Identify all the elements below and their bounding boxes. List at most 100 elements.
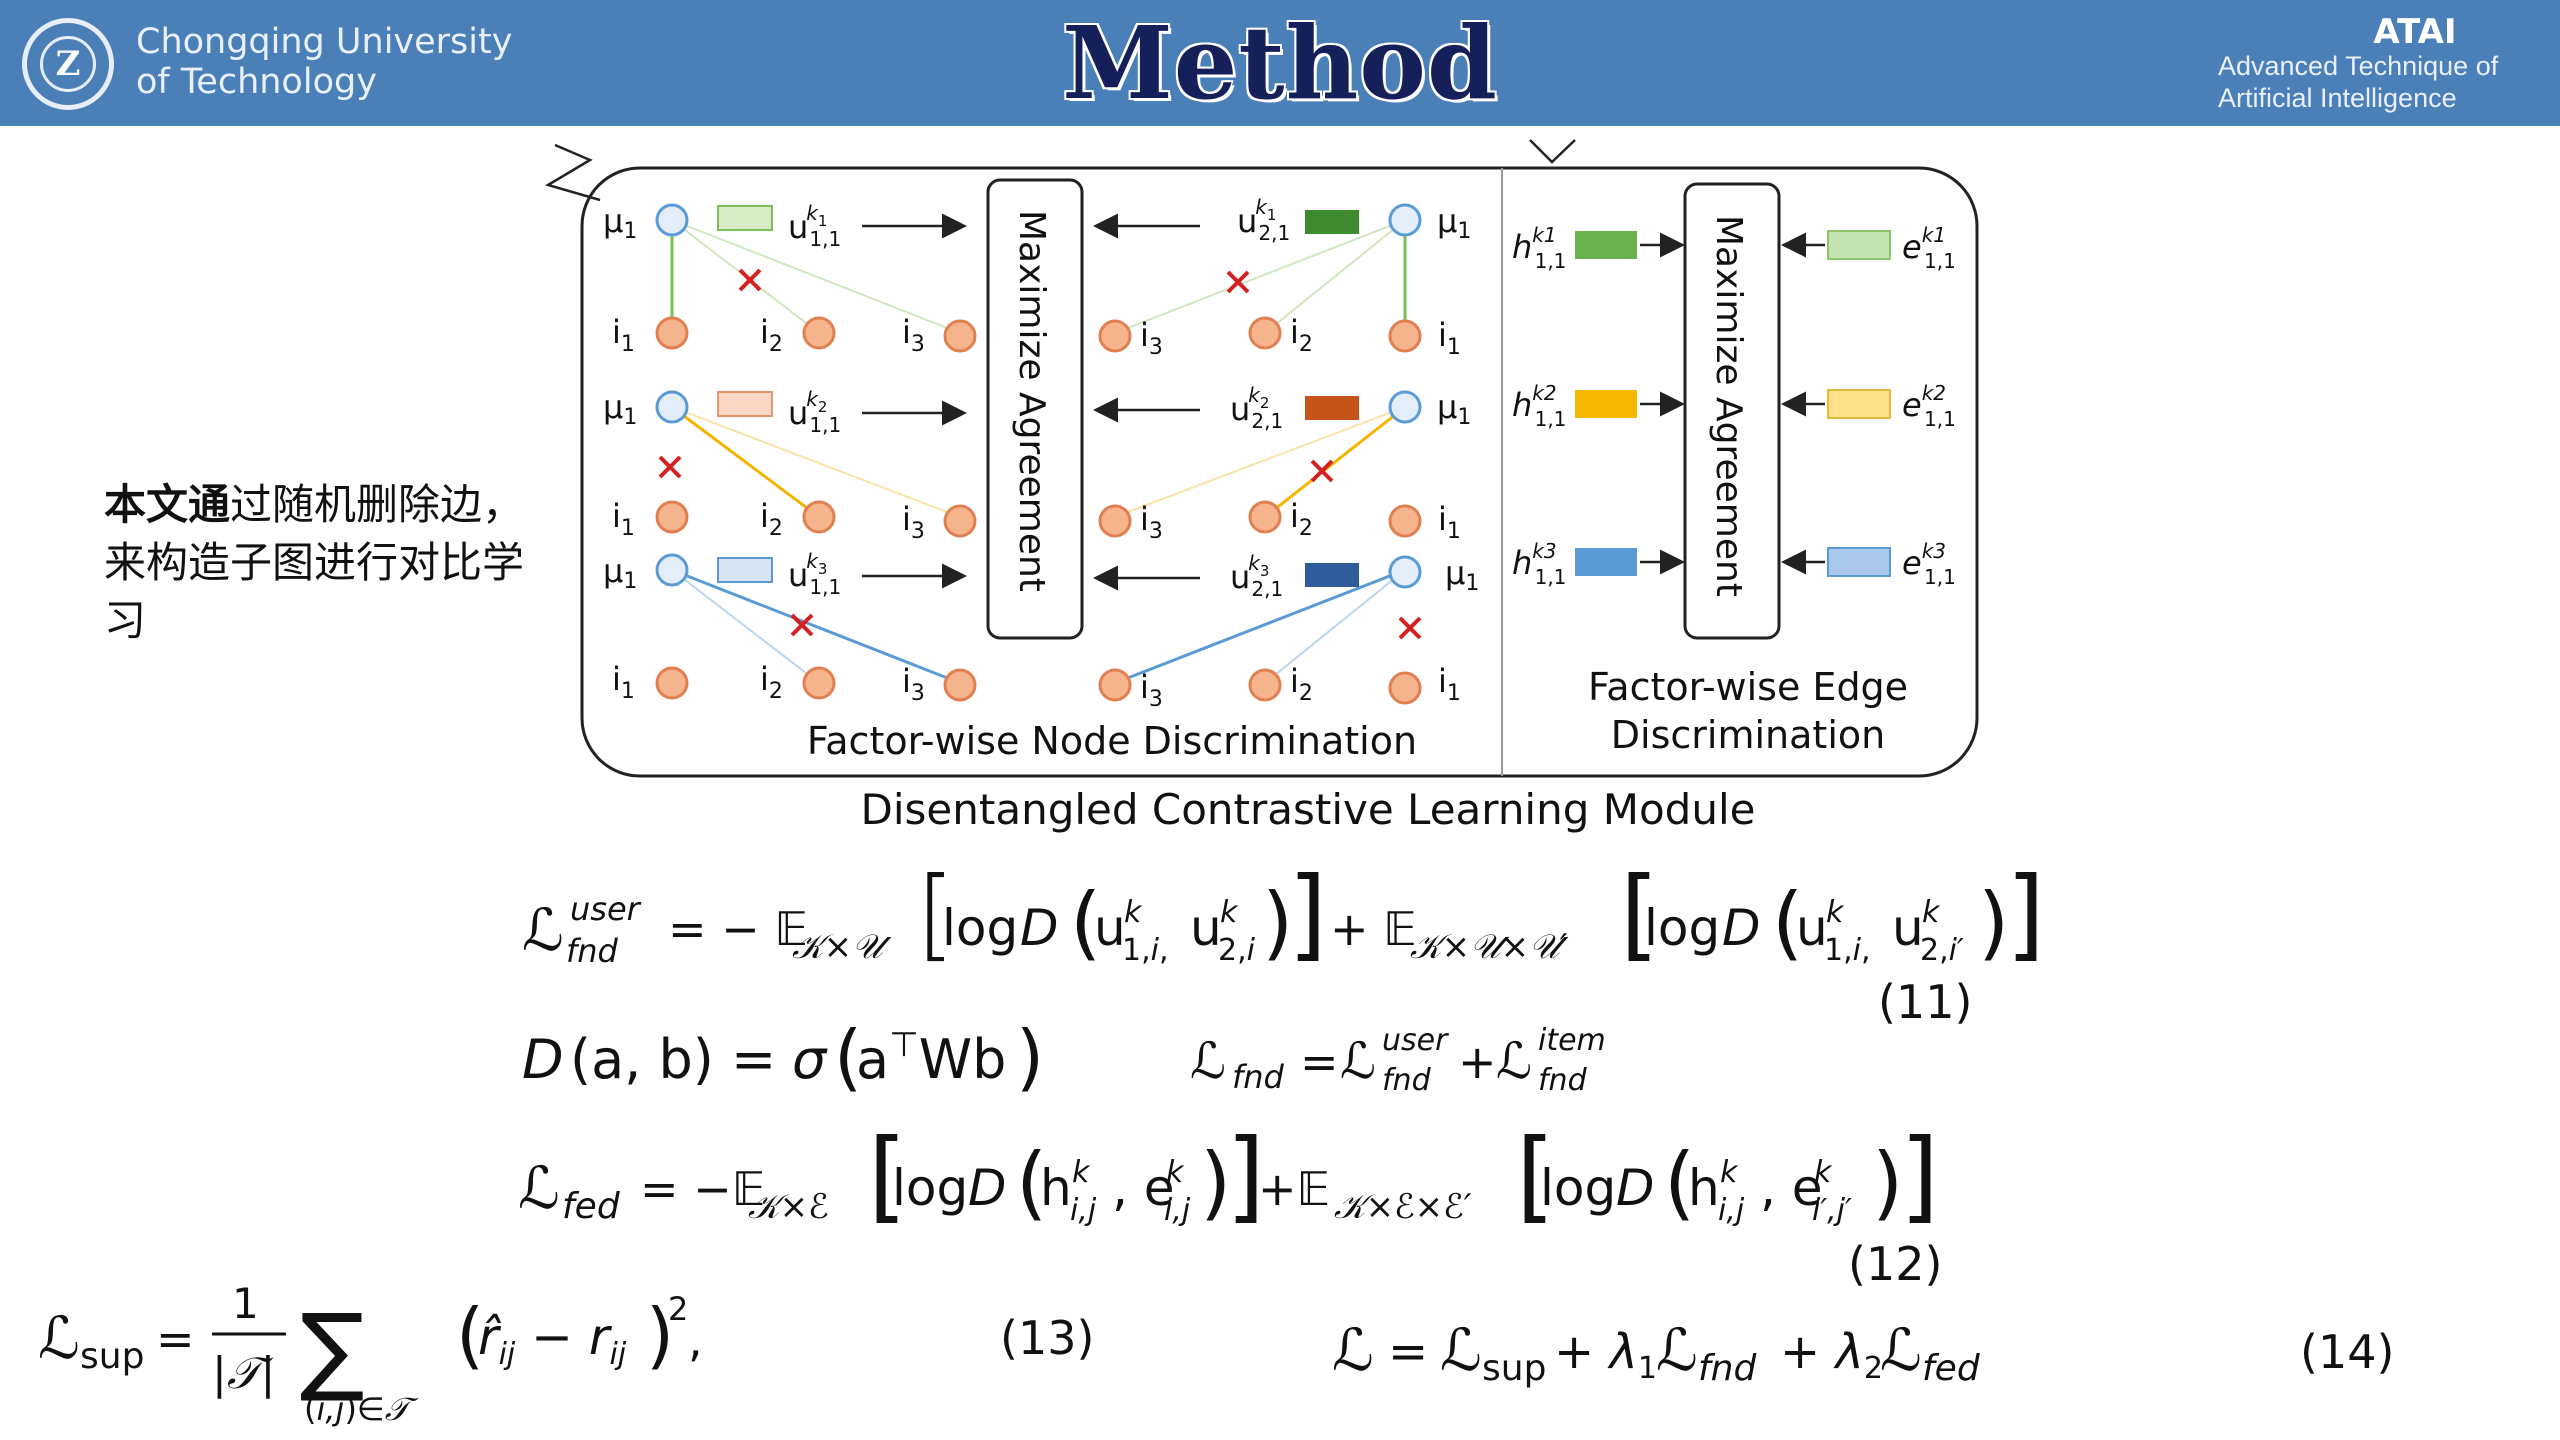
university-name: Chongqing University of Technology bbox=[136, 22, 512, 102]
svg-text:ℒ: ℒ bbox=[38, 1304, 80, 1372]
svg-text:μ1: μ1 bbox=[1445, 554, 1479, 596]
svg-text:i3: i3 bbox=[1140, 500, 1163, 544]
equation-discriminator: D (a, b) = σ ( a⊤Wb ) bbox=[522, 1015, 1044, 1099]
svg-text:fed: fed bbox=[562, 1186, 621, 1227]
svg-text:= − 𝔼: = − 𝔼 bbox=[668, 902, 808, 956]
svg-text:sup: sup bbox=[80, 1336, 144, 1377]
svg-text:=: = bbox=[1388, 1324, 1428, 1380]
svg-text:+ λ1: + λ1 bbox=[1554, 1324, 1657, 1386]
svg-text:ℒ: ℒ bbox=[1496, 1032, 1532, 1090]
svg-text:i,j: i,j bbox=[1070, 1193, 1097, 1228]
svg-text:): ) bbox=[1016, 1015, 1044, 1099]
svg-text:i,j: i,j bbox=[1718, 1193, 1745, 1228]
svg-text:(i,j)∈𝒯: (i,j)∈𝒯 bbox=[304, 1390, 419, 1428]
university-name-line2: of Technology bbox=[136, 62, 377, 102]
svg-text:σ: σ bbox=[792, 1028, 828, 1091]
lab-subtitle-line1: Advanced Technique of bbox=[2218, 51, 2499, 81]
svg-text:𝒦×𝒰: 𝒦×𝒰 bbox=[792, 927, 892, 967]
svg-text:fnd: fnd bbox=[1698, 1348, 1757, 1389]
note-bold: 本文通 bbox=[104, 480, 231, 529]
svg-text:ℒ: ℒ bbox=[1656, 1316, 1698, 1384]
node-panel-caption: Factor-wise Node Discrimination bbox=[807, 719, 1417, 763]
equation-13: ℒ sup = 1 |𝒯| ∑ (i,j)∈𝒯 ( r̂ij − rij ) 2… bbox=[38, 1279, 1094, 1428]
slide-title: Method bbox=[1062, 4, 1498, 122]
svg-text:, e: , e bbox=[1760, 1159, 1823, 1217]
svg-text:]: ] bbox=[2006, 855, 2045, 972]
svg-text:log: log bbox=[942, 899, 1018, 957]
svg-text:k: k bbox=[1124, 895, 1143, 930]
maximize-label-left: Maximize Agreement bbox=[1011, 210, 1052, 592]
svg-text:): ) bbox=[1872, 1136, 1903, 1229]
svg-text:ℒ: ℒ bbox=[1880, 1316, 1922, 1384]
svg-text:): ) bbox=[646, 1293, 674, 1377]
svg-text:r̂ij − rij: r̂ij − rij bbox=[478, 1308, 627, 1372]
svg-text:[: [ bbox=[868, 1117, 907, 1234]
note-text: 过随机删除边，来构造子图进行对比学习 bbox=[104, 480, 525, 645]
equation-fnd-sum: ℒ fnd = ℒ user fnd + ℒ item fnd bbox=[1190, 1023, 1606, 1098]
svg-text:item: item bbox=[1538, 1023, 1606, 1058]
svg-text:u: u bbox=[1190, 899, 1222, 957]
svg-text:2: 2 bbox=[668, 1290, 688, 1328]
svg-text:user: user bbox=[570, 890, 642, 928]
svg-text:k: k bbox=[1814, 1155, 1833, 1190]
svg-text:ℒ: ℒ bbox=[1440, 1316, 1482, 1384]
svg-text:[: [ bbox=[916, 855, 955, 972]
eq12-number: (12) bbox=[1848, 1237, 1942, 1291]
svg-text:,: , bbox=[688, 1313, 703, 1367]
eq13-number: (13) bbox=[1000, 1311, 1094, 1365]
equation-12: ℒ fed = −𝔼 𝒦×ℰ [ log D ( h k i,j , e k i… bbox=[518, 1117, 1942, 1291]
svg-text:ℒ: ℒ bbox=[522, 896, 564, 964]
svg-text:2,i: 2,i bbox=[1218, 933, 1256, 968]
eq14-number: (14) bbox=[2300, 1325, 2394, 1379]
svg-text:user: user bbox=[1382, 1023, 1449, 1058]
svg-text:𝒦×𝒰×𝒰′: 𝒦×𝒰×𝒰′ bbox=[1410, 927, 1569, 967]
svg-text:i,j: i,j bbox=[1164, 1193, 1191, 1228]
svg-text:log: log bbox=[1540, 1159, 1616, 1217]
svg-text:= −𝔼: = −𝔼 bbox=[640, 1162, 765, 1216]
svg-text:k: k bbox=[1826, 895, 1845, 930]
svg-text:fnd: fnd bbox=[1538, 1063, 1588, 1098]
svg-text:fed: fed bbox=[1922, 1348, 1981, 1389]
svg-text:u: u bbox=[1796, 899, 1828, 957]
svg-text:u: u bbox=[1892, 899, 1924, 957]
svg-text:(: ( bbox=[834, 1015, 862, 1099]
lab-subtitle: Advanced Technique of Artificial Intelli… bbox=[2218, 50, 2498, 114]
svg-text:fnd: fnd bbox=[1382, 1063, 1432, 1098]
svg-text:u: u bbox=[1094, 899, 1126, 957]
equation-14: ℒ = ℒ sup + λ1 ℒ fnd + λ2 ℒ fed (14) bbox=[1332, 1316, 2394, 1389]
svg-text:(: ( bbox=[1664, 1136, 1695, 1229]
svg-text:ℒ: ℒ bbox=[518, 1154, 560, 1222]
university-name-line1: Chongqing University bbox=[136, 22, 513, 62]
svg-text:ℒ: ℒ bbox=[1332, 1316, 1374, 1384]
svg-text:=: = bbox=[1300, 1035, 1339, 1089]
svg-text:+𝔼: +𝔼 bbox=[1258, 1162, 1330, 1216]
svg-text:k: k bbox=[1220, 895, 1239, 930]
edge-panel-caption-line2: Discrimination bbox=[1611, 713, 1885, 757]
svg-text:fnd: fnd bbox=[566, 932, 619, 970]
svg-text:(: ( bbox=[456, 1293, 484, 1377]
svg-text:): ) bbox=[1978, 876, 2009, 969]
chinese-note: 本文通过随机删除边，来构造子图进行对比学习 bbox=[104, 476, 544, 650]
svg-text:D: D bbox=[1020, 899, 1059, 957]
svg-text:|𝒯|: |𝒯| bbox=[212, 1348, 275, 1399]
svg-text:]: ] bbox=[1900, 1117, 1939, 1234]
svg-text:k: k bbox=[1072, 1155, 1091, 1190]
svg-text:i′,j′: i′,j′ bbox=[1812, 1193, 1852, 1228]
university-logo-icon: Z bbox=[22, 18, 114, 110]
svg-text:log: log bbox=[1644, 899, 1720, 957]
svg-text:+ λ2: + λ2 bbox=[1780, 1324, 1883, 1386]
svg-text:D: D bbox=[1722, 899, 1761, 957]
svg-text:sup: sup bbox=[1482, 1348, 1546, 1389]
lab-logo-text: ATAI bbox=[2373, 12, 2457, 52]
svg-text:+: + bbox=[1458, 1035, 1497, 1089]
svg-text:(: ( bbox=[1016, 1136, 1047, 1229]
svg-text:1,i,: 1,i, bbox=[1824, 933, 1871, 968]
module-caption: Disentangled Contrastive Learning Module bbox=[861, 785, 1756, 834]
svg-text:𝒦×ℰ×ℰ′: 𝒦×ℰ×ℰ′ bbox=[1334, 1187, 1472, 1227]
svg-text:+ 𝔼: + 𝔼 bbox=[1330, 902, 1417, 956]
svg-text:∑: ∑ bbox=[300, 1293, 365, 1405]
svg-text:(a, b) =: (a, b) = bbox=[570, 1028, 776, 1091]
svg-text:): ) bbox=[1262, 876, 1293, 969]
